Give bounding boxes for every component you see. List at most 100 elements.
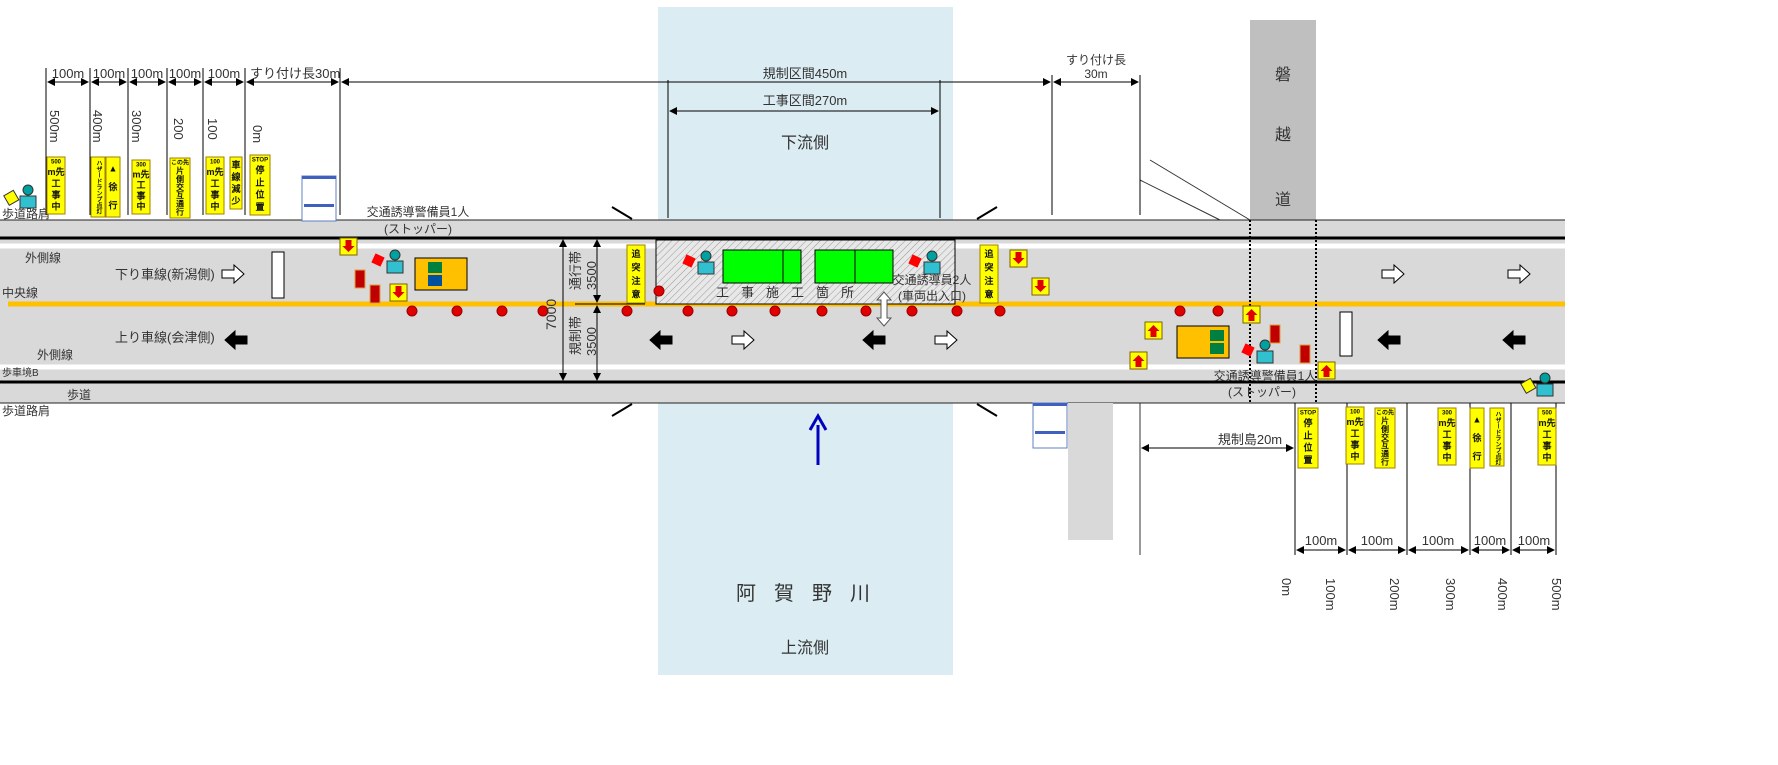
barricade-icon	[369, 284, 381, 304]
total-width-label: 7000	[543, 299, 559, 330]
distance-label: 500m	[47, 110, 62, 143]
traffic-cone-icon	[496, 305, 508, 317]
sign-text: 意	[631, 288, 640, 299]
dim-label: 100m	[1474, 533, 1507, 548]
guard-label: 交通誘導警備員1人	[367, 204, 470, 219]
sign-text: 追	[631, 248, 641, 259]
sign-text: 注	[984, 275, 993, 286]
guard-label: (ストッパー)	[384, 222, 452, 236]
lane-width-dimensions	[559, 239, 645, 381]
distance-label: 0m	[250, 125, 265, 143]
distance-label: 200	[171, 118, 186, 140]
sign-text: 追	[984, 248, 994, 259]
arrow-left-icon	[1502, 329, 1526, 351]
arrow-up-board-icon	[1317, 361, 1336, 380]
sign-text: 行	[107, 200, 117, 211]
road-sign: ▲徐行	[105, 156, 121, 218]
sign-text: 突	[984, 261, 993, 272]
regulation-section-label: 規制区間450m	[763, 66, 848, 81]
guard-label: (ストッパー)	[1228, 385, 1296, 399]
truck	[722, 249, 802, 284]
arrow-left-icon	[649, 329, 673, 351]
sign-text: 位	[255, 189, 264, 200]
expressway-label: 磐	[1275, 66, 1291, 84]
traffic-cone-icon	[951, 305, 963, 317]
sign-text: STOP	[252, 158, 268, 164]
dim-label: すり付け長30m	[250, 66, 340, 81]
reg-width-label: 3500	[584, 327, 599, 356]
dim-label: 100m	[1361, 533, 1394, 548]
sign-text: 事	[1350, 439, 1359, 450]
arrow-left-icon	[1377, 329, 1401, 351]
sign-text: 停	[1303, 417, 1312, 428]
distance-label: 300m	[129, 110, 144, 143]
sign-text: 意	[984, 288, 993, 299]
sign-text: m先	[1438, 417, 1455, 428]
road-sign: ハザードランプ点灯	[1489, 407, 1505, 467]
sign-text: 互	[1381, 441, 1389, 450]
down-lane-label: 下り車線(新潟側)	[115, 267, 215, 282]
sign-text: 500	[1542, 411, 1553, 417]
distance-label: 100	[205, 118, 220, 140]
travel-width-label: 3500	[584, 261, 599, 290]
sign-text: 注	[631, 275, 640, 286]
sign-text: ハザードランプ点灯	[1494, 411, 1501, 466]
traffic-cone-icon	[682, 305, 694, 317]
arrow-up-board-icon	[1144, 321, 1163, 340]
traffic-cone-icon	[653, 285, 665, 297]
sign-text: 中	[136, 201, 145, 212]
flashing-arrow-vehicle	[414, 257, 468, 291]
flagger-icon	[3, 184, 37, 209]
sign-text: 片	[176, 166, 184, 176]
road-sign: ▲徐行	[1469, 407, 1485, 469]
arrow-right-icon	[1507, 263, 1531, 285]
sign-text: 止	[255, 176, 264, 187]
dim-label: 100m	[1518, 533, 1551, 548]
sign-text: 事	[210, 189, 219, 200]
sign-text: 通	[176, 198, 184, 208]
sign-text: 行	[1471, 451, 1481, 462]
dim-label: 100m	[1422, 533, 1455, 548]
arrow-right-icon	[221, 263, 245, 285]
shoulder-label: 歩道路肩	[2, 206, 50, 221]
island-label: 規制島20m	[1218, 432, 1282, 447]
sign-text: m先	[1538, 417, 1555, 428]
travel-lane-label: 通行帯	[568, 251, 583, 290]
distance-label: 400m	[1495, 578, 1510, 611]
arrow-down-board-icon	[389, 283, 408, 302]
dim-label: 100m	[52, 66, 85, 81]
road-sign: ハザードランプ点灯	[90, 156, 106, 218]
sign-text: 工	[1442, 429, 1451, 439]
guard-label: 交通誘導警備員1人	[1214, 368, 1317, 383]
shoulder-label: 歩道路肩	[2, 403, 50, 418]
up-lane-label: 上り車線(会津側)	[115, 330, 215, 345]
downstream-label: 下流側	[781, 134, 829, 152]
top-dimensions	[45, 68, 1141, 218]
sidewalk-label: 歩道	[67, 387, 91, 402]
sign-text: 線	[231, 171, 240, 182]
sign-text: 工	[51, 178, 60, 188]
traffic-guard-icon	[682, 250, 715, 275]
sign-text: 停	[255, 164, 264, 175]
flashing-arrow-vehicle	[1176, 325, 1230, 359]
work-section-label: 工事区間270m	[763, 93, 848, 108]
arrow-down-board-icon	[1009, 249, 1028, 268]
sign-text: 工	[210, 178, 219, 188]
flow-arrow-icon	[808, 412, 828, 465]
upstream-label: 上流側	[781, 639, 829, 657]
sign-text: この先	[1376, 409, 1394, 417]
sign-text: 片	[1381, 416, 1389, 426]
arrow-down-board-icon	[1031, 277, 1050, 296]
traffic-guard-icon	[1241, 339, 1274, 364]
